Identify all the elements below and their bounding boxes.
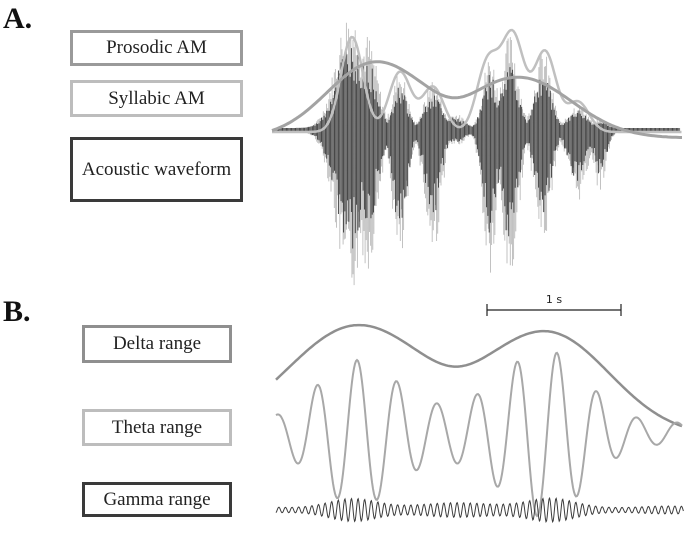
panel-a-letter: A. <box>3 2 33 35</box>
acoustic-waveform-label: Acoustic waveform <box>70 137 243 202</box>
syllabic-am-label: Syllabic AM <box>70 80 243 117</box>
delta-range-label: Delta range <box>82 325 232 363</box>
prosodic-am-trace <box>271 60 682 139</box>
theta-range-trace <box>275 351 683 518</box>
theta-range-label: Theta range <box>82 409 232 446</box>
acoustic-waveform-light <box>275 22 681 286</box>
time-scale-bar: 1 s <box>486 293 622 316</box>
delta-range-trace <box>275 323 683 428</box>
panel-b-letter: B. <box>3 295 31 328</box>
prosodic-am-label: Prosodic AM <box>70 30 243 66</box>
time-scale-label: 1 s <box>546 293 562 306</box>
gamma-range-trace <box>275 496 684 524</box>
gamma-range-label: Gamma range <box>82 482 232 517</box>
wave-light-strokes <box>275 22 681 286</box>
